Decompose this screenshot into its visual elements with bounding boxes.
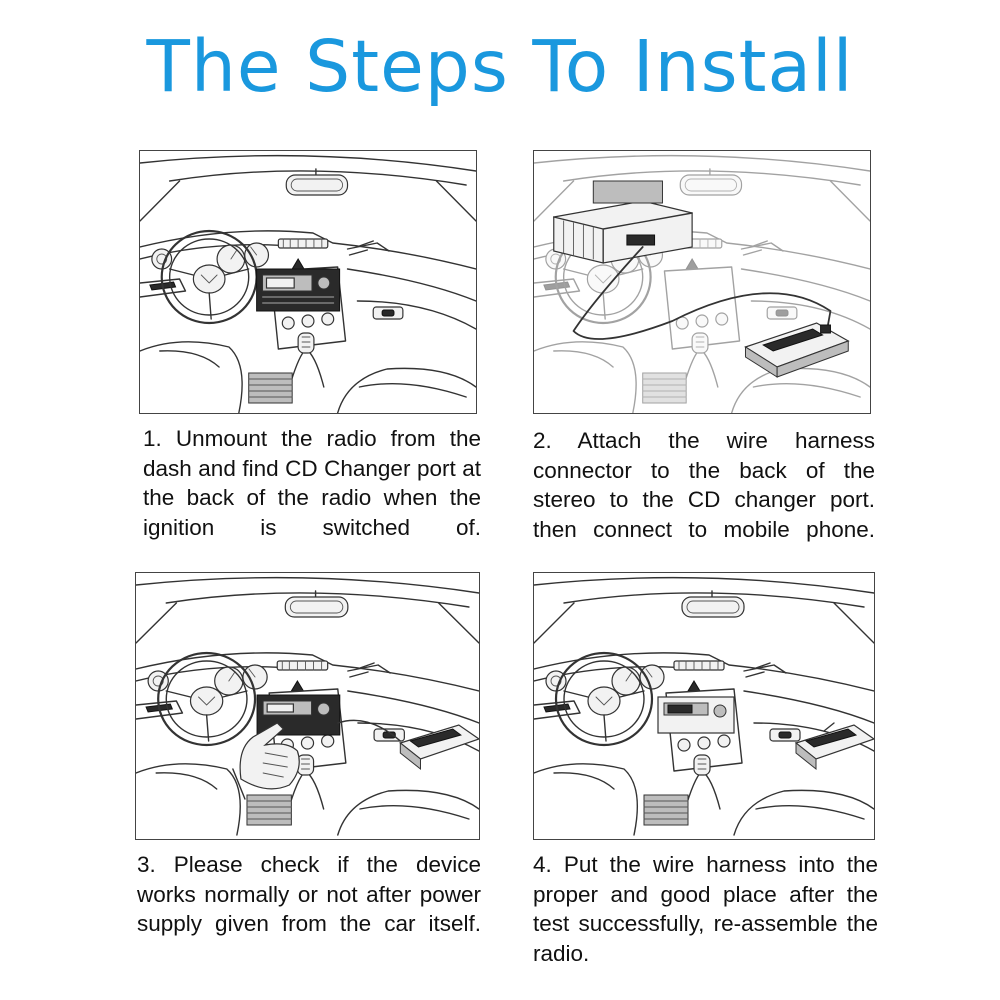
step-4-illustration — [533, 572, 875, 840]
adapter-module-icon — [399, 724, 479, 771]
page-title: The Steps To Install — [146, 25, 854, 108]
step-3-text: 3. Please check if the device works norm… — [137, 852, 481, 936]
car-radio-icon — [256, 268, 341, 312]
car-radio-icon — [553, 180, 693, 264]
step-1-illustration — [139, 150, 477, 414]
adapter-module-icon — [794, 724, 874, 771]
step-2-illustration — [533, 150, 871, 414]
step-3-illustration — [135, 572, 480, 840]
hand-icon — [232, 722, 300, 800]
step-4-text: 4. Put the wire harness into the proper … — [533, 852, 878, 966]
step-2-text: 2. Attach the wire harness connector to … — [533, 428, 875, 542]
car-radio-icon — [657, 696, 735, 734]
adapter-module-icon — [744, 322, 850, 378]
step-1-text: 1. Unmount the radio from the dash and f… — [143, 426, 481, 540]
